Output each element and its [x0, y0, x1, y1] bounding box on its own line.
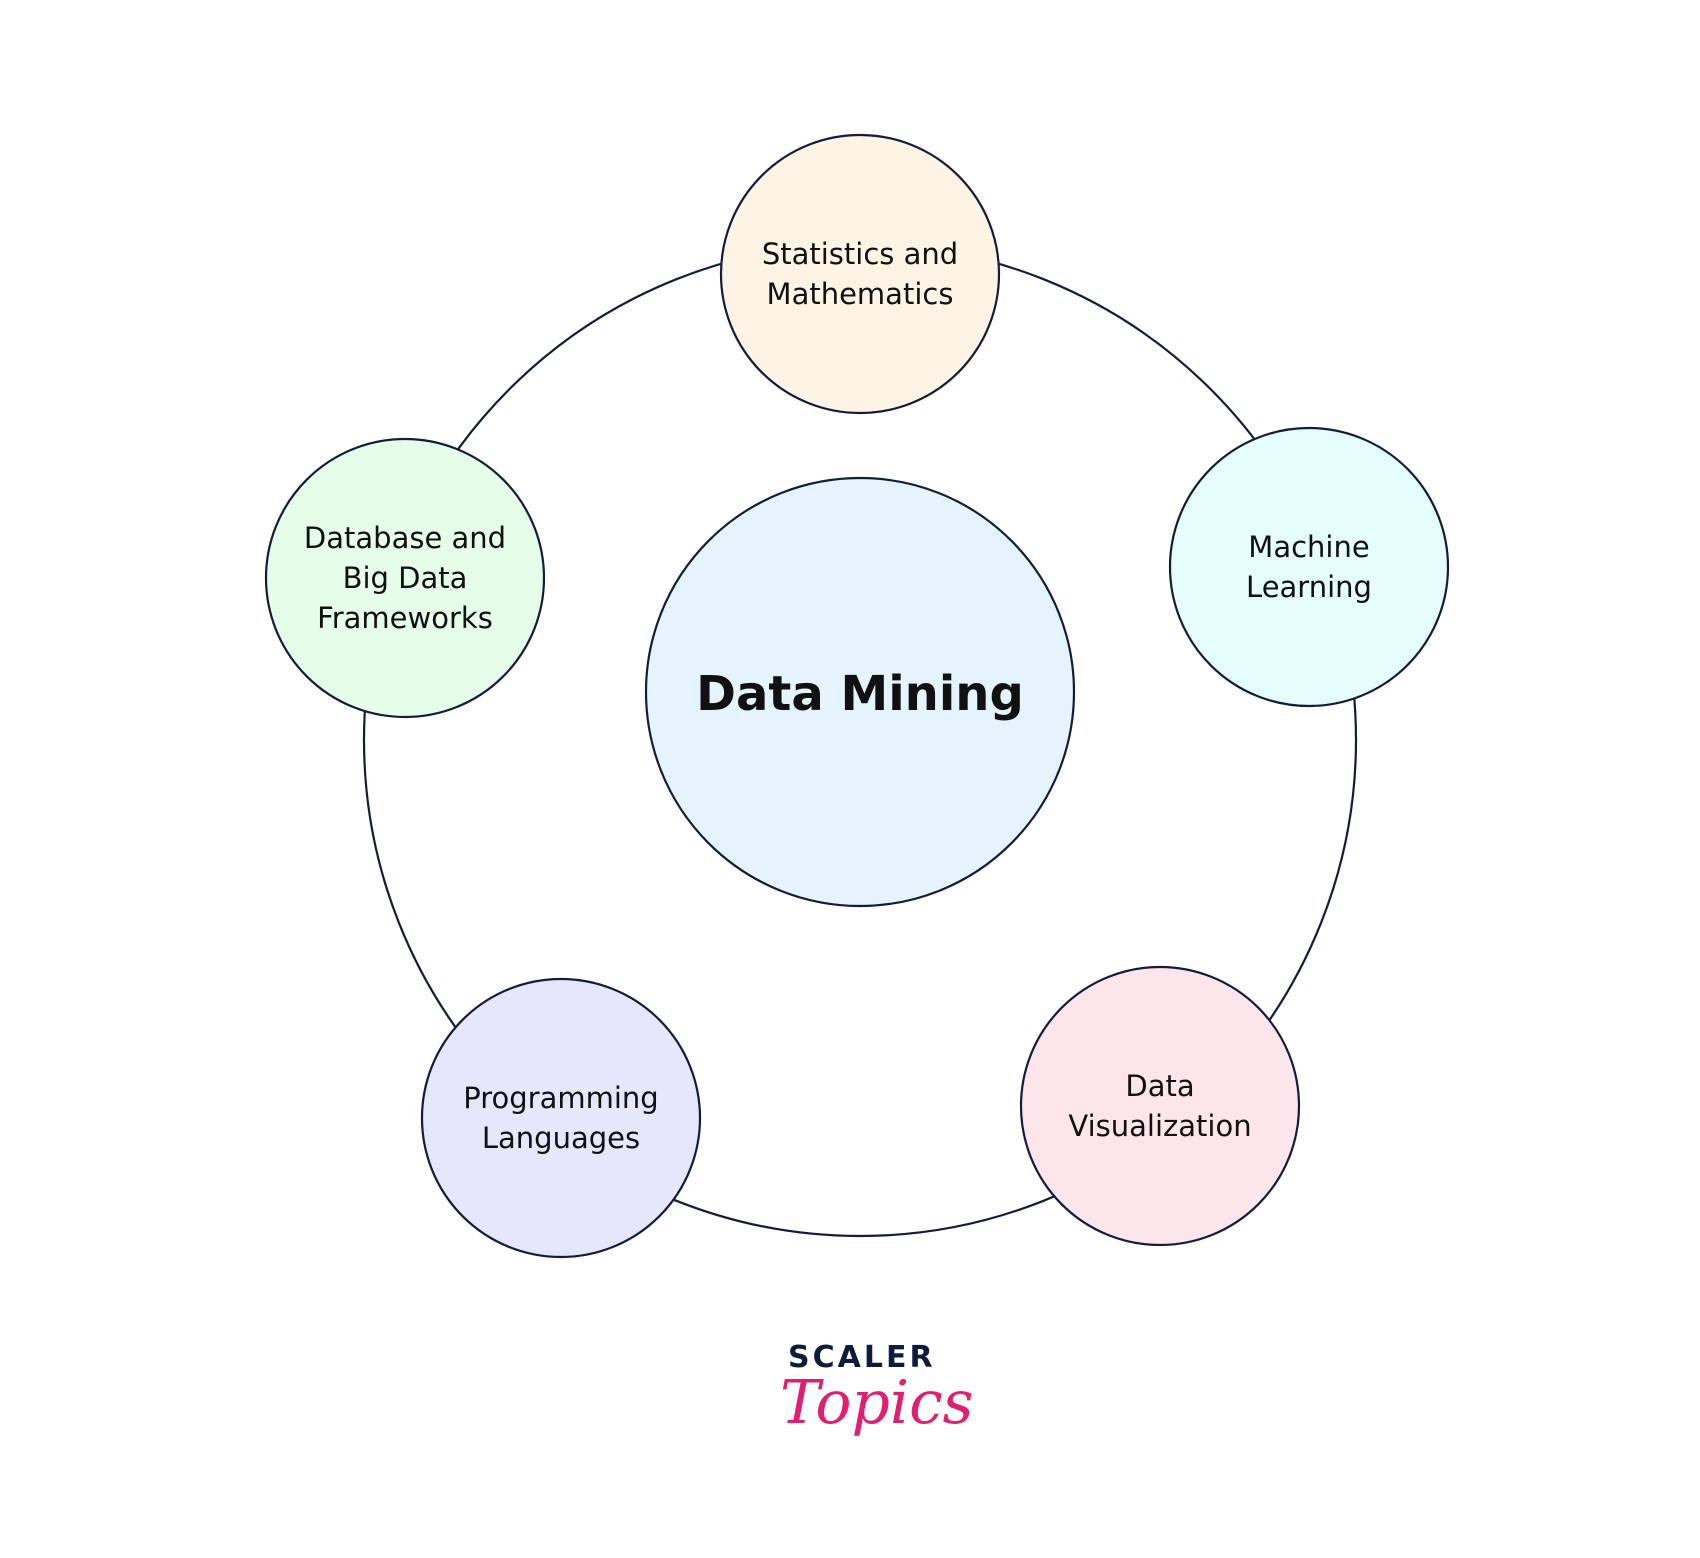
node-label-data-visualization: Data	[1125, 1069, 1194, 1103]
node-label-database-big-data: Big Data	[343, 561, 468, 595]
node-label-data-visualization: Visualization	[1068, 1109, 1251, 1143]
node-label-statistics: Mathematics	[767, 277, 954, 311]
center-node: Data Mining	[644, 476, 1076, 908]
node-circle-programming-languages	[420, 977, 702, 1259]
node-circle-database-big-data	[264, 437, 546, 719]
node-label-statistics: Statistics and	[762, 237, 958, 271]
node-label-machine-learning: Learning	[1246, 570, 1372, 604]
scaler-topics-logo: SCALER Topics	[770, 1340, 973, 1470]
node-label-programming-languages: Languages	[482, 1121, 640, 1155]
center-label: Data Mining	[696, 666, 1024, 722]
center-circle	[644, 476, 1076, 908]
node-label-machine-learning: Machine	[1248, 530, 1369, 564]
node-circle-data-visualization	[1019, 965, 1301, 1247]
logo-scaler-text: SCALER	[788, 1340, 936, 1375]
node-label-database-big-data: Database and	[304, 521, 506, 555]
logo-topics-text: Topics	[780, 1368, 974, 1438]
satellite-nodes: Statistics andMathematicsMachineLearning…	[264, 133, 1450, 1259]
node-circle-statistics	[719, 133, 1001, 415]
node-label-database-big-data: Frameworks	[317, 601, 493, 635]
node-label-programming-languages: Programming	[463, 1081, 658, 1115]
node-circle-machine-learning	[1168, 426, 1450, 708]
